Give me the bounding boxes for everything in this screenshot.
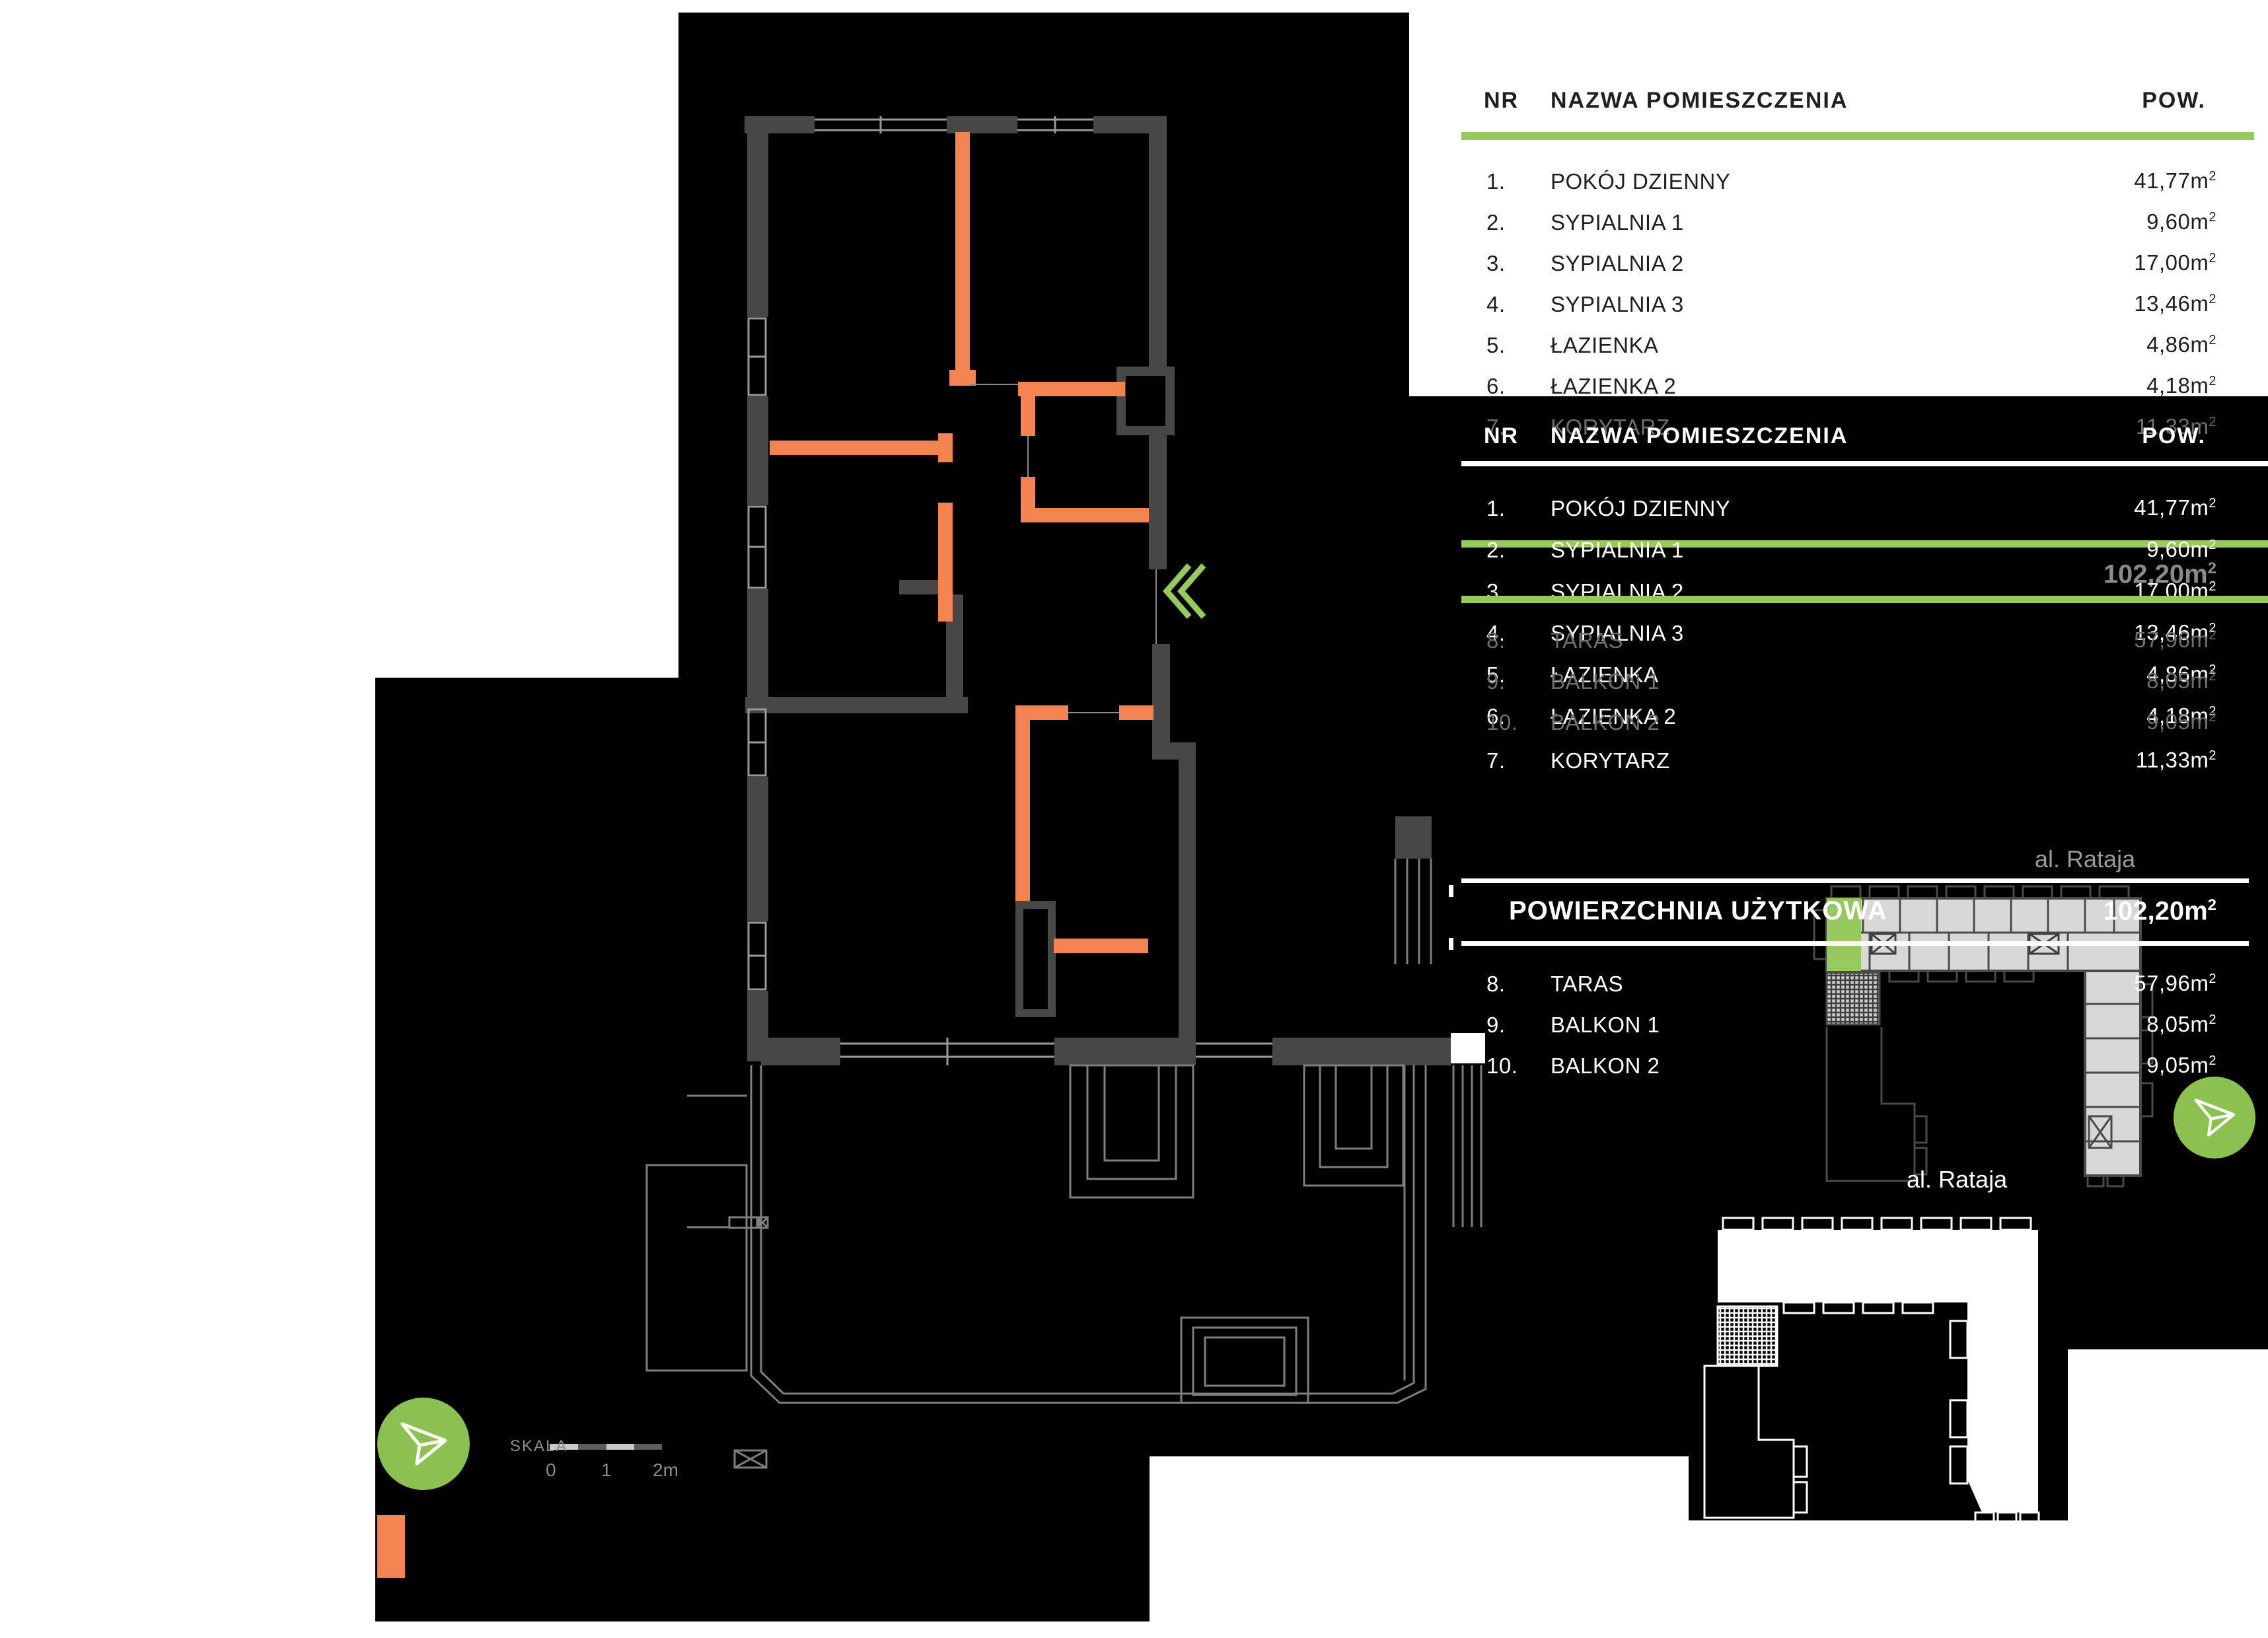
double-chevron-left-icon xyxy=(1163,563,1206,619)
section-rule xyxy=(1461,941,2249,946)
ghost-summary-value: 102,20m2 xyxy=(2103,559,2216,589)
overlay-row: 4.SYPIALNIA 3 13,46m2 xyxy=(1486,620,2216,645)
floor-plan xyxy=(645,116,1485,1469)
usable-area-label: POWIERZCHNIA UŻYTKOWA xyxy=(1509,896,1887,925)
paper-plane-icon xyxy=(2194,1098,2236,1137)
col-name: NAZWA POMIESZCZENIA xyxy=(1551,88,1848,113)
exterior-walls xyxy=(745,116,1451,1065)
highlighted-unit[interactable] xyxy=(1827,898,1861,971)
table-row: 4.SYPIALNIA 3 13,46m2 xyxy=(1486,291,2216,316)
overlay-rule-green xyxy=(1461,540,2268,548)
shaft-box xyxy=(1015,901,1056,1017)
overlay-header-rule xyxy=(1461,461,2268,466)
section-rule xyxy=(1461,878,2249,883)
scale-tick-2: 2m xyxy=(653,1460,678,1480)
ghost-row: 8.TARAS 57,96m2 xyxy=(1486,627,2216,653)
door-lines xyxy=(970,384,1157,713)
outdoor-row: 10.BALKON 2 9,05m2 xyxy=(1486,1053,2216,1078)
street-label: al. Rataja xyxy=(1907,1166,2008,1193)
overlay-row: 1.POKÓJ DZIENNY 41,77m2 xyxy=(1486,495,2216,520)
header-rule-green xyxy=(1461,132,2254,140)
compass-button[interactable] xyxy=(377,1398,470,1490)
ghost-row: 9.BALKON 1 8,05m2 xyxy=(1486,668,2216,694)
white-tick xyxy=(1449,938,1453,950)
table-row: 1.POKÓJ DZIENNY 41,77m2 xyxy=(1486,168,2216,194)
col-area: POW. xyxy=(2142,88,2206,113)
scale-label: SKALA xyxy=(510,1437,568,1455)
table-row: 6.ŁAZIENKA 2 4,18m2 xyxy=(1486,373,2216,398)
overlay-row: 7.KORYTARZ 11,33m2 xyxy=(1486,748,2216,773)
white-tick xyxy=(1449,885,1453,897)
stairs-cap xyxy=(1395,816,1432,859)
site-plan-locator xyxy=(1811,851,2154,1189)
terrace xyxy=(645,859,1482,1469)
paper-plane-icon xyxy=(400,1422,447,1466)
ghost-row: 10.BALKON 2 9,05m2 xyxy=(1486,709,2216,734)
white-corner-rect xyxy=(1451,1033,1485,1063)
overlay-row: 6.ŁAZIENKA 2 4,18m2 xyxy=(1486,703,2216,729)
window-lines xyxy=(815,116,1272,1065)
outdoor-row: 9.BALKON 1 8,05m2 xyxy=(1486,1012,2216,1037)
site-plan-white xyxy=(1689,1195,2068,1524)
orange-legend-swatch xyxy=(377,1515,405,1578)
overlay-row: 2.SYPIALNIA 1 9,60m2 xyxy=(1486,537,2216,562)
ghost-row: 7.KORYTARZ 11,33m2 xyxy=(1486,414,2216,439)
orange-partitions xyxy=(770,132,1153,953)
table-row: 3.SYPIALNIA 2 17,00m2 xyxy=(1486,250,2216,275)
overlay-rule-green xyxy=(1461,596,2268,603)
left-wall-windows xyxy=(747,317,767,991)
street-label: al. Rataja xyxy=(2035,845,2136,872)
col-nr: NR xyxy=(1484,88,1519,113)
scale-tick-0: 0 xyxy=(546,1460,556,1480)
compass-button[interactable] xyxy=(2174,1077,2255,1158)
table-row: 2.SYPIALNIA 1 9,60m2 xyxy=(1486,209,2216,234)
scale-tick-1: 1 xyxy=(601,1460,612,1480)
overlay-row: 5.ŁAZIENKA 4,86m2 xyxy=(1486,662,2216,687)
outdoor-row: 8.TARAS 57,96m2 xyxy=(1486,971,2216,996)
collapse-panel-control[interactable] xyxy=(1160,561,1208,625)
table-row: 5.ŁAZIENKA 4,86m2 xyxy=(1486,332,2216,357)
table-header: NR NAZWA POMIESZCZENIA POW. xyxy=(1484,87,2216,114)
usable-area-value: 102,20m2 xyxy=(2103,896,2216,926)
overlay-table-header: NR NAZWA POMIESZCZENIA POW. xyxy=(1484,423,2206,448)
wall-niche xyxy=(1116,367,1175,435)
scale-bar xyxy=(550,1444,662,1450)
